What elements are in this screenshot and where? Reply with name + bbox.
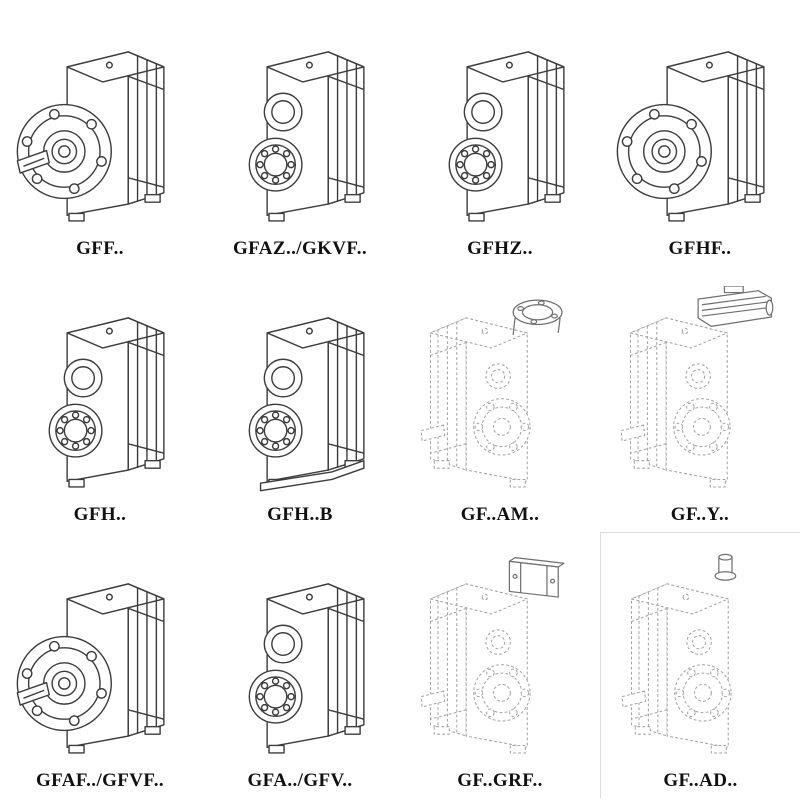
gearbox-phantom-input-shaft-drawing — [621, 553, 736, 754]
model-label: GFAF../GFVF.. — [35, 770, 164, 791]
model-label: GFH.. — [73, 504, 127, 525]
model-label: GF..GRF.. — [457, 770, 543, 791]
catalog-cell-gf-grf: GF..GRF.. — [400, 532, 600, 798]
catalog-cell-gf-y: GF..Y.. — [600, 266, 800, 532]
model-label: GFH..B — [267, 504, 333, 525]
model-label: GFF.. — [76, 238, 124, 259]
model-label: GFA../GFV.. — [247, 770, 353, 791]
gearbox-hollow-bore-drawing — [248, 583, 365, 754]
model-label: GF..AM.. — [460, 504, 540, 525]
catalog-cell-gfh: GFH.. — [0, 266, 200, 532]
catalog-cell-gfhz: GFHZ.. — [400, 0, 600, 266]
model-label: GFHF.. — [668, 238, 732, 259]
gearbox-phantom-adapter-drawing — [420, 557, 565, 754]
catalog-cell-gf-am: GF..AM.. — [400, 266, 600, 532]
model-label: GF..AD.. — [663, 770, 738, 791]
model-label: GFAZ../GKVF.. — [233, 238, 367, 259]
gearbox-hollow-bore-drawing — [248, 51, 365, 222]
gearbox-phantom-motor-drawing — [620, 286, 774, 488]
gearbox-phantom-input-flange-drawing — [420, 299, 563, 488]
catalog-cell-gff: GFF.. — [0, 0, 200, 266]
catalog-cell-gf-ad: GF..AD.. — [600, 532, 800, 798]
catalog-cell-gfhf: GFHF.. — [600, 0, 800, 266]
gearbox-hollow-bore-foot-drawing — [248, 317, 365, 492]
gearbox-flange-drawing — [616, 51, 765, 222]
gearbox-hollow-bore-drawing — [48, 317, 165, 488]
model-label: GFHZ.. — [467, 238, 533, 259]
gearbox-flange-shaft-drawing — [16, 583, 165, 754]
gearbox-flange-shaft-drawing — [16, 51, 165, 222]
catalog-cell-gfaf-gfvf: GFAF../GFVF.. — [0, 532, 200, 798]
gearbox-hollow-bore-drawing — [448, 51, 565, 222]
catalog-cell-gfh-b: GFH..B — [200, 266, 400, 532]
model-label: GF..Y.. — [670, 504, 730, 525]
catalog-cell-gfa-gfv: GFA../GFV.. — [200, 532, 400, 798]
catalog-cell-gfaz-gkvf: GFAZ../GKVF.. — [200, 0, 400, 266]
